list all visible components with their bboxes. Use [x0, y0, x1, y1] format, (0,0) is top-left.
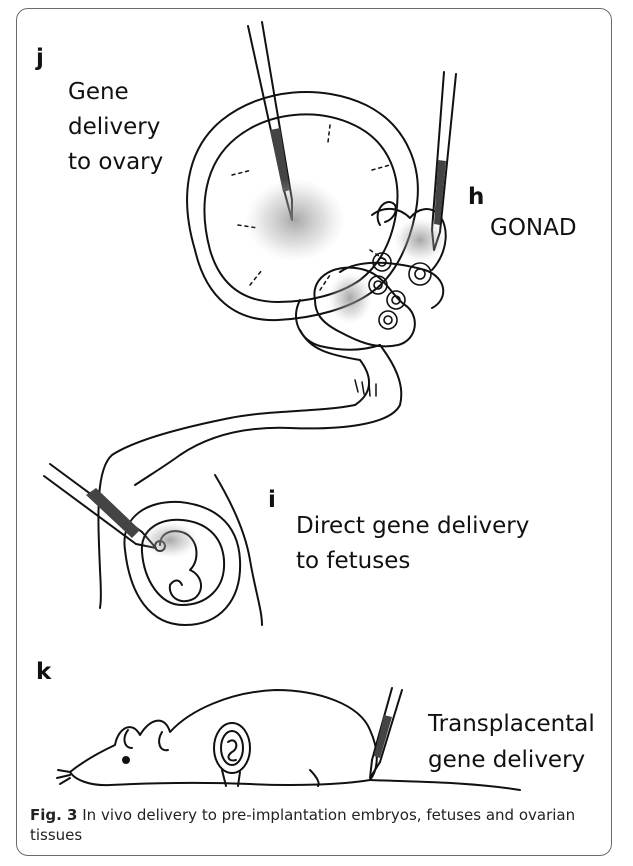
uterus-drawing: [98, 330, 401, 625]
label-i-line1: Direct gene delivery: [296, 512, 529, 540]
label-j-line1: Gene: [68, 78, 129, 106]
label-h: GONAD: [490, 214, 577, 242]
panel-letter-k: k: [36, 658, 51, 686]
injection-shading: [142, 178, 446, 558]
fetus-drawing: [124, 502, 240, 625]
panel-letter-h: h: [468, 183, 484, 211]
label-j-line3: to ovary: [68, 148, 163, 176]
mouse-drawing: [57, 690, 520, 790]
label-k-line1: Transplacental: [428, 710, 595, 738]
panel-letter-i: i: [268, 486, 276, 514]
panel-letter-j: j: [36, 44, 44, 72]
caption-text: In vivo delivery to pre-implantation emb…: [30, 806, 575, 844]
label-j-line2: delivery: [68, 113, 160, 141]
caption-label: Fig. 3: [30, 806, 77, 824]
figure-caption: Fig. 3 In vivo delivery to pre-implantat…: [30, 806, 590, 845]
label-k-line2: gene delivery: [428, 746, 585, 774]
label-i-line2: to fetuses: [296, 547, 410, 575]
